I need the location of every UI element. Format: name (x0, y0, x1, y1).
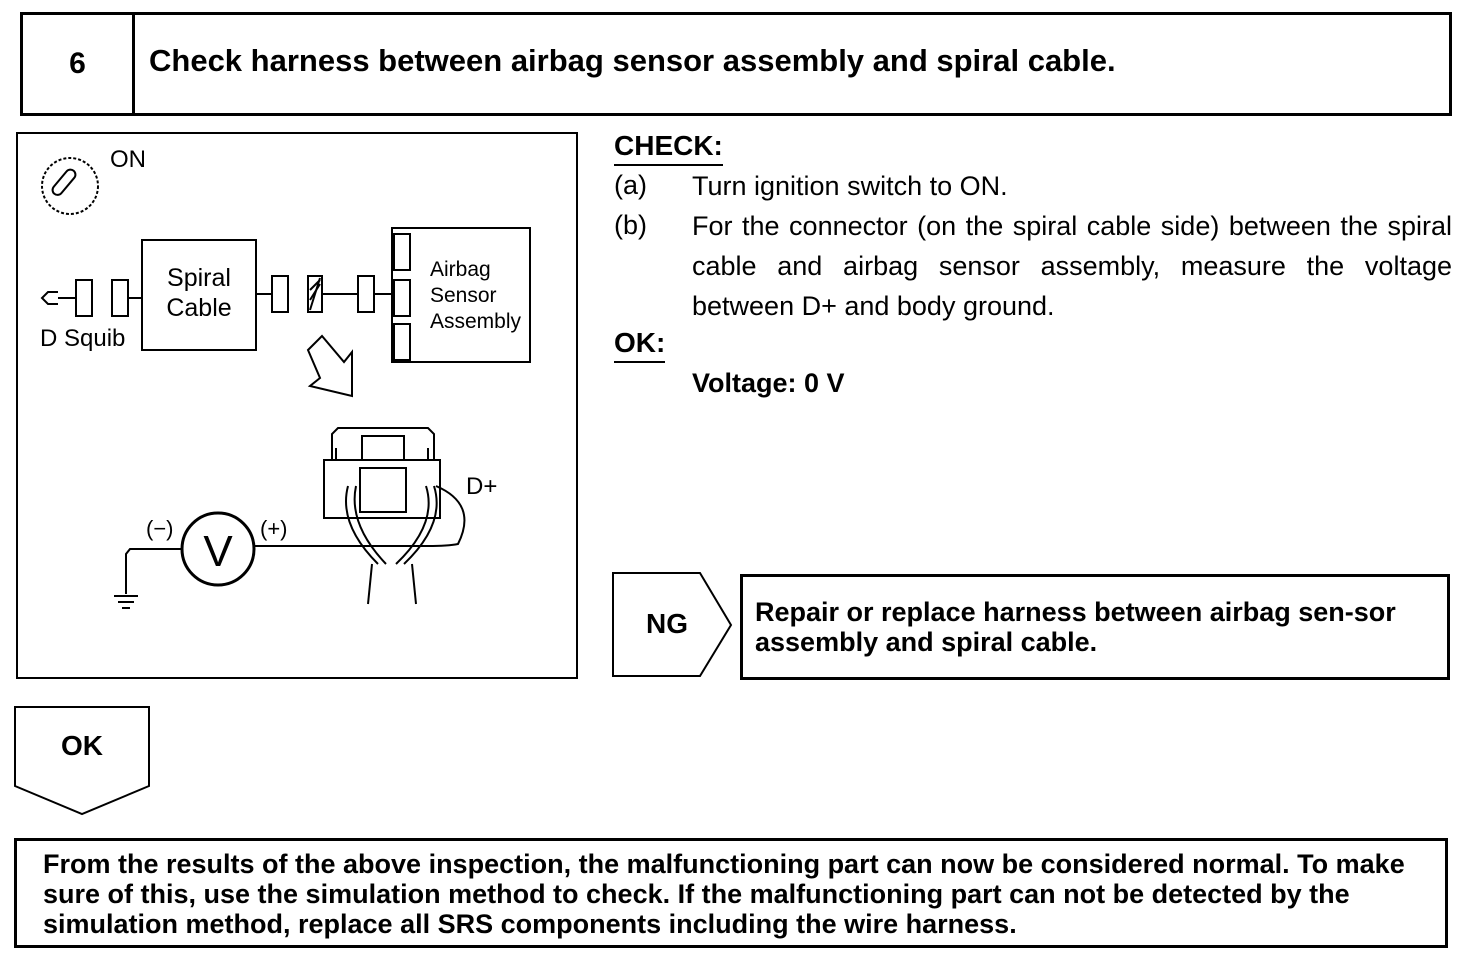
check-item-text: Turn ignition switch to ON. (692, 171, 1008, 201)
arrow-icon (306, 334, 353, 398)
meter-minus-label: (−) (146, 516, 174, 541)
spiral-label-line2: Cable (166, 294, 231, 322)
terminal-d-plus-label: D+ (466, 473, 497, 500)
squib-connector-icon (40, 279, 142, 317)
squib-label: D Squib (40, 325, 125, 352)
ok-spec-value: Voltage: 0 V (692, 368, 845, 398)
step-header: 6 Check harness between airbag sensor as… (20, 12, 1452, 116)
check-item-text: For the connector (on the spiral cable s… (692, 211, 1452, 321)
check-heading: CHECK: (614, 130, 723, 166)
connector-closeup-icon (323, 427, 466, 605)
connector-icon (256, 275, 392, 313)
meter-lead-wires (125, 545, 428, 594)
airbag-sensor-box (391, 227, 531, 363)
voltmeter-symbol: V (203, 527, 233, 576)
ng-arrow-shape (612, 572, 733, 677)
ok-spec-heading: OK: (614, 327, 666, 363)
ok-label: OK (61, 730, 103, 761)
spiral-label-line1: Spiral (167, 264, 231, 292)
diagram-illustration: ON D Squib Spiral Cable (40, 146, 531, 609)
ignition-on-label: ON (110, 146, 146, 173)
meter-plus-label: (+) (260, 516, 288, 541)
ng-result-box: Repair or replace harness between airbag… (740, 574, 1450, 680)
sensor-label-line2: Sensor (430, 284, 497, 307)
ignition-switch-icon (41, 157, 99, 215)
check-item-letter: (a) (614, 170, 647, 200)
ng-label: NG (646, 608, 688, 639)
ok-arrow-shape (14, 706, 150, 816)
wiring-diagram: ON D Squib Spiral Cable (16, 132, 578, 679)
sensor-label-line3: Assembly (430, 310, 522, 333)
step-number: 6 (23, 15, 135, 113)
step-title: Check harness between airbag sensor asse… (149, 43, 1116, 78)
sensor-label-line1: Airbag (430, 258, 491, 281)
conclusion-box: From the results of the above inspection… (14, 838, 1448, 948)
ground-icon (114, 595, 138, 609)
check-item-letter: (b) (614, 210, 647, 240)
